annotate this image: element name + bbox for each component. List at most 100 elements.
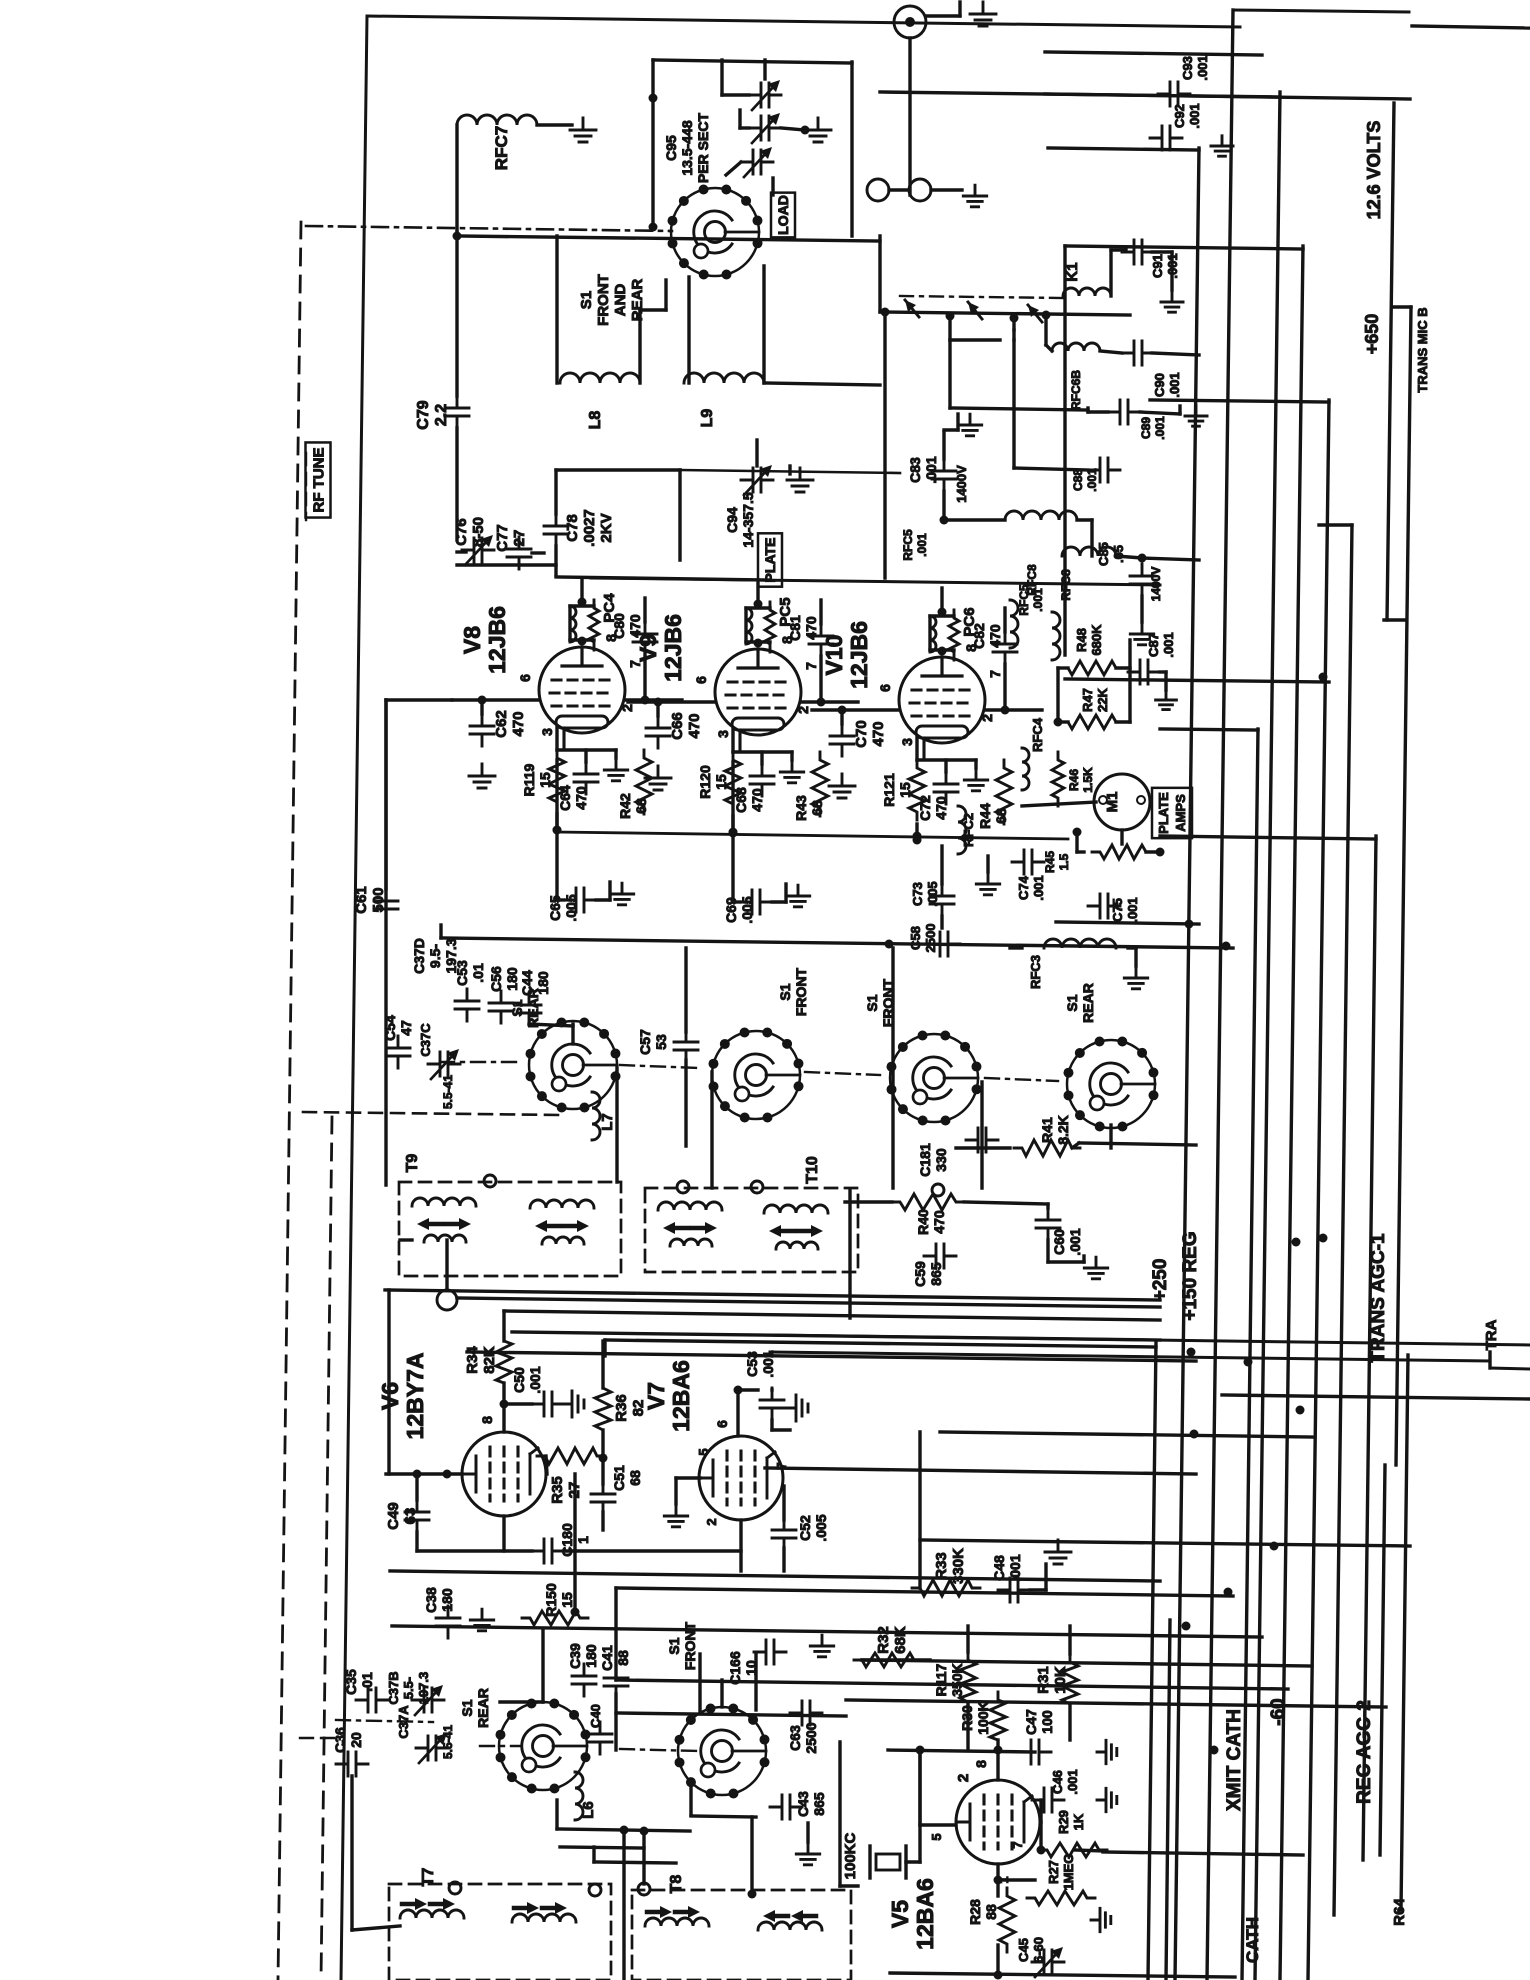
svg-text:PLATE: PLATE: [1156, 792, 1171, 834]
svg-text:.005: .005: [563, 894, 579, 921]
svg-text:C66: C66: [669, 712, 686, 740]
svg-text:+150 REG: +150 REG: [1180, 1231, 1201, 1320]
svg-text:3: 3: [715, 730, 731, 738]
svg-text:3: 3: [539, 728, 555, 736]
svg-text:RFC4: RFC4: [1030, 717, 1045, 752]
svg-text:.001: .001: [1085, 468, 1099, 492]
svg-text:.001: .001: [1187, 103, 1202, 128]
svg-text:.001: .001: [1153, 416, 1167, 440]
svg-text:C53: C53: [744, 1351, 760, 1377]
svg-text:865: 865: [928, 1262, 944, 1286]
svg-text:.001: .001: [1007, 1554, 1023, 1581]
svg-text:3: 3: [899, 738, 915, 746]
svg-text:R40: R40: [915, 1209, 931, 1235]
svg-text:S1: S1: [459, 1699, 475, 1716]
svg-text:15: 15: [713, 774, 729, 790]
svg-text:C37D: C37D: [411, 938, 427, 974]
svg-text:S1: S1: [864, 994, 880, 1011]
svg-text:C166: C166: [727, 1651, 743, 1685]
svg-text:C88: C88: [1071, 469, 1085, 491]
svg-text:2: 2: [795, 706, 811, 714]
svg-text:.001: .001: [1031, 875, 1046, 900]
svg-text:6-60: 6-60: [1031, 1937, 1046, 1963]
svg-text:C62: C62: [493, 710, 510, 738]
svg-text:27: 27: [511, 530, 528, 547]
svg-text:CATH: CATH: [1243, 1917, 1262, 1963]
svg-text:8: 8: [963, 644, 979, 652]
svg-text:R28: R28: [967, 1899, 983, 1925]
svg-text:C53: C53: [454, 960, 470, 986]
svg-text:8: 8: [603, 634, 619, 642]
svg-text:500: 500: [370, 887, 387, 912]
svg-text:C41: C41: [599, 1645, 615, 1671]
svg-text:C68: C68: [733, 787, 749, 813]
svg-text:68: 68: [993, 808, 1009, 824]
svg-text:.001: .001: [1195, 55, 1210, 80]
svg-text:K1: K1: [1064, 262, 1081, 281]
svg-text:.001: .001: [760, 1350, 776, 1377]
svg-text:AND: AND: [612, 284, 629, 317]
svg-text:C78: C78: [564, 514, 581, 542]
svg-text:C51: C51: [611, 1465, 627, 1491]
svg-text:LOAD: LOAD: [775, 195, 791, 235]
svg-text:53: 53: [653, 1034, 669, 1050]
svg-text:88: 88: [615, 1650, 631, 1666]
svg-text:68: 68: [627, 1470, 643, 1486]
svg-text:R150: R150: [543, 1583, 559, 1617]
svg-text:RFC3: RFC3: [1028, 955, 1043, 989]
svg-text:82: 82: [630, 1400, 647, 1417]
svg-text:R47: R47: [1080, 688, 1095, 712]
svg-text:C64: C64: [557, 785, 573, 811]
svg-text:.01: .01: [359, 1672, 375, 1692]
svg-text:REAR: REAR: [525, 988, 541, 1028]
svg-text:C37B: C37B: [386, 1671, 401, 1704]
svg-text:C73: C73: [910, 882, 925, 906]
svg-text:2: 2: [704, 1518, 719, 1525]
svg-text:R44: R44: [977, 803, 993, 829]
svg-text:9.5-: 9.5-: [427, 944, 443, 968]
svg-text:.005: .005: [925, 881, 940, 906]
svg-text:22K: 22K: [1095, 687, 1110, 711]
svg-text:C87: C87: [1146, 633, 1161, 657]
svg-text:8: 8: [779, 636, 795, 644]
svg-text:330K: 330K: [950, 1548, 967, 1584]
svg-text:R46: R46: [1067, 769, 1081, 791]
svg-text:C63: C63: [787, 1725, 803, 1751]
svg-text:V7: V7: [643, 1382, 669, 1410]
svg-text:12BA6: 12BA6: [668, 1360, 694, 1432]
svg-text:T7: T7: [420, 1868, 437, 1887]
svg-text:REAR: REAR: [629, 279, 646, 322]
svg-text:1K: 1K: [1071, 1813, 1086, 1830]
svg-text:C83: C83: [907, 457, 923, 483]
svg-text:XMIT CATH: XMIT CATH: [1224, 1709, 1245, 1811]
svg-text:PER SECT: PER SECT: [695, 113, 711, 183]
svg-text:.001: .001: [1065, 1769, 1080, 1794]
svg-text:2.2: 2.2: [433, 404, 450, 426]
svg-text:7: 7: [803, 662, 819, 670]
svg-text:5.5-41: 5.5-41: [441, 1075, 455, 1109]
svg-text:C80: C80: [611, 613, 627, 639]
svg-text:.001: .001: [1125, 897, 1140, 922]
svg-text:C37C: C37C: [418, 1023, 433, 1057]
svg-text:S1: S1: [578, 291, 595, 309]
svg-text:88: 88: [983, 1904, 999, 1920]
svg-text:C91: C91: [1150, 254, 1165, 278]
svg-text:REAR: REAR: [1080, 983, 1096, 1023]
svg-text:T8: T8: [668, 1875, 685, 1894]
svg-text:5.5-: 5.5-: [401, 1677, 416, 1699]
svg-text:12.6 VOLTS: 12.6 VOLTS: [1364, 121, 1384, 220]
svg-text:10K: 10K: [1052, 1666, 1069, 1694]
svg-text:C92: C92: [1172, 104, 1187, 128]
svg-text:C181: C181: [917, 1143, 933, 1177]
svg-text:2KV: 2KV: [598, 513, 615, 542]
svg-text:470: 470: [987, 624, 1003, 648]
svg-text:PC6: PC6: [961, 607, 978, 636]
svg-text:5: 5: [929, 1833, 944, 1840]
svg-text:1.5K: 1.5K: [1081, 767, 1095, 793]
svg-text:6: 6: [693, 676, 709, 684]
svg-text:180: 180: [583, 1644, 599, 1668]
svg-text:C81: C81: [787, 615, 803, 641]
svg-text:470: 470: [510, 711, 527, 736]
svg-text:470: 470: [627, 614, 643, 638]
svg-text:470: 470: [870, 721, 887, 746]
